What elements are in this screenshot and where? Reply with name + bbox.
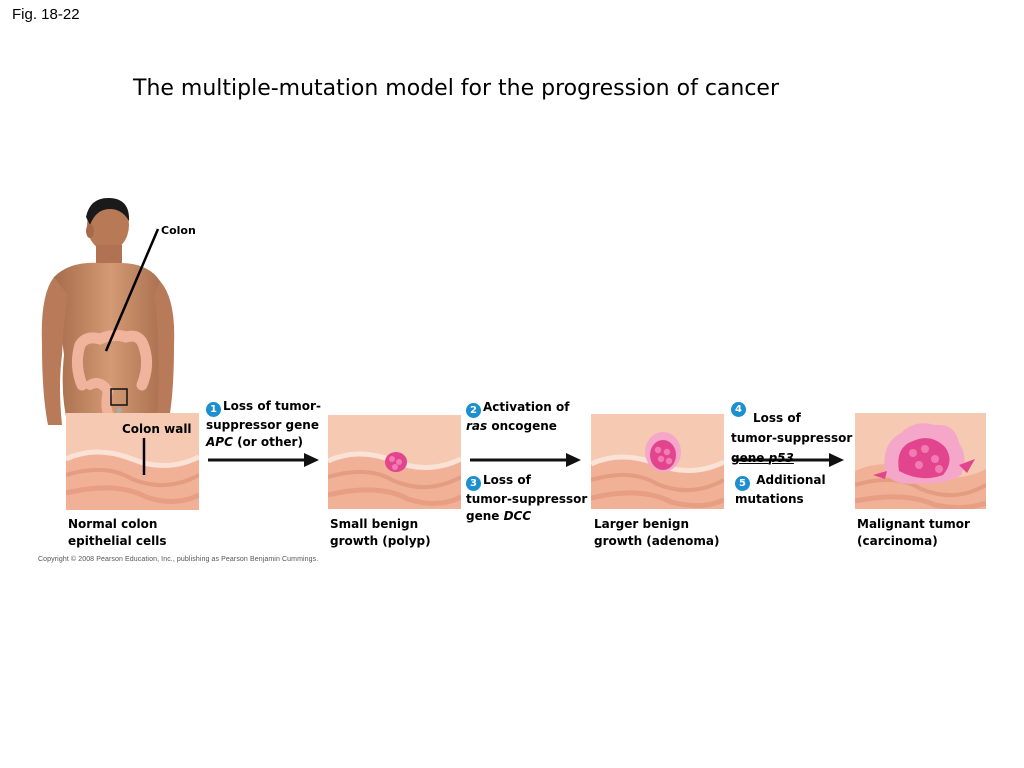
step-5-badge: 5 bbox=[735, 476, 750, 491]
arrow-3 bbox=[733, 453, 844, 467]
zoom-box bbox=[110, 388, 128, 406]
step-4-label: Loss of tumor-suppressor gene p53 bbox=[731, 411, 853, 465]
slide-title: The multiple-mutation model for the prog… bbox=[133, 76, 780, 101]
carcinoma-panel bbox=[855, 413, 986, 509]
step-5-label: 5 Additional mutations bbox=[735, 473, 826, 506]
polyp-panel bbox=[328, 415, 461, 509]
arrow-2 bbox=[470, 453, 581, 467]
arrow-1 bbox=[208, 453, 319, 467]
step-3-badge: 3 bbox=[466, 476, 481, 491]
adenoma-panel bbox=[591, 414, 724, 509]
normal-colon-panel bbox=[66, 413, 199, 510]
stage-carcinoma-caption: Malignant tumor(carcinoma) bbox=[857, 517, 970, 548]
figure-number: Fig. 18-22 bbox=[12, 6, 80, 23]
colon-label: Colon bbox=[161, 224, 196, 237]
step-1-badge: 1 bbox=[206, 402, 221, 417]
copyright-notice: Copyright © 2008 Pearson Education, Inc.… bbox=[38, 556, 319, 563]
step-4-badge: 4 bbox=[731, 402, 746, 417]
step-2-badge: 2 bbox=[466, 403, 481, 418]
human-torso-illustration bbox=[41, 197, 175, 440]
step-4-badge-wrap: 4 bbox=[731, 397, 748, 417]
colon-wall-label: Colon wall bbox=[122, 422, 192, 436]
